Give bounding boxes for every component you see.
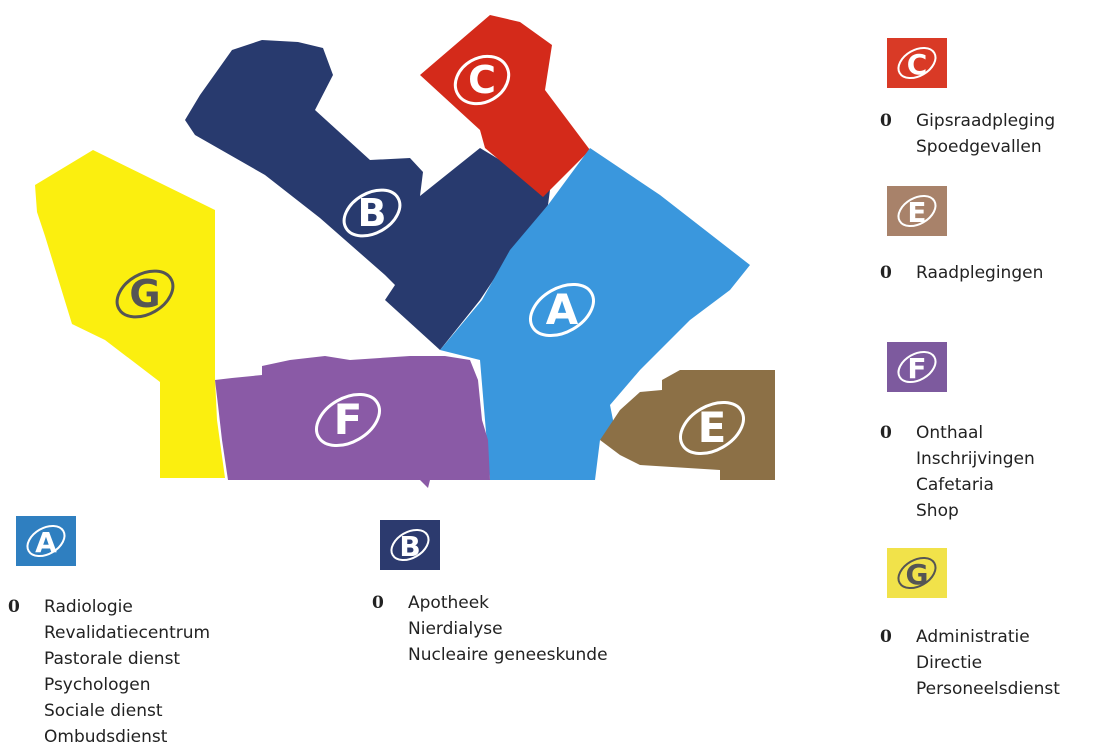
building-b[interactable] [185,40,550,350]
service-item: Psychologen [44,675,151,695]
service-item: Inschrijvingen [916,449,1035,469]
legend-e: 0 Raadplegingen [880,260,1043,286]
svg-text:G: G [906,558,929,591]
floor-number: 0 [880,423,892,443]
building-f[interactable] [215,356,490,488]
floor-number: 0 [372,593,384,613]
service-item: Sociale dienst [44,701,163,721]
legend-c: 0 Gipsraadpleging Spoedgevallen [880,108,1055,160]
legend-badge-g: G [887,548,947,598]
legend-b: 0 Apotheek Nierdialyse Nucleaire geneesk… [372,590,608,668]
legend-f: 0 Onthaal Inschrijvingen Cafetaria Shop [880,420,1035,524]
floor-number: 0 [8,597,20,617]
svg-text:B: B [399,530,420,563]
service-item: Ombudsdienst [44,727,168,747]
svg-text:B: B [358,191,387,235]
building-g[interactable] [35,150,225,478]
building-c[interactable] [420,15,590,197]
svg-text:A: A [35,526,57,559]
building-a[interactable] [440,148,750,480]
svg-text:C: C [907,48,928,81]
floor-number: 0 [880,627,892,647]
service-item: Personeelsdienst [916,679,1060,699]
svg-text:C: C [468,58,496,102]
service-item: Directie [916,653,983,673]
svg-text:E: E [907,196,926,229]
service-item: Raadplegingen [916,263,1044,283]
service-item: Spoedgevallen [916,137,1042,157]
service-item: Onthaal [916,423,984,443]
legend-a: 0 Radiologie Revalidatiecentrum Pastoral… [8,594,210,750]
svg-text:E: E [698,403,727,452]
map-label-g: G [115,269,175,319]
map-label-b: B [342,188,402,238]
svg-text:F: F [334,395,363,444]
service-item: Apotheek [408,593,490,613]
service-item: Radiologie [44,597,133,617]
service-item: Pastorale dienst [44,649,181,669]
building-e[interactable] [600,370,775,480]
service-item: Shop [916,501,959,521]
legend-badge-f: F [887,342,947,392]
legend-badge-b: B [380,520,440,570]
service-item: Nucleaire geneeskunde [408,645,608,665]
svg-text:G: G [129,272,160,316]
legend-badge-a: A [16,516,76,566]
map-label-e: E [679,400,745,456]
service-item: Nierdialyse [408,619,503,639]
map-label-f: F [315,392,381,448]
floor-number: 0 [880,263,892,283]
map-label-a: A [529,282,595,338]
legend-badge-c: C [887,38,947,88]
service-item: Revalidatiecentrum [44,623,211,643]
service-item: Cafetaria [916,475,994,495]
svg-text:F: F [907,352,926,385]
service-item: Administratie [916,627,1030,647]
map-label-c: C [453,54,511,106]
legend-badge-e: E [887,186,947,236]
svg-text:A: A [546,285,579,334]
floor-number: 0 [880,111,892,131]
service-item: Gipsraadpleging [916,111,1056,131]
legend-g: 0 Administratie Directie Personeelsdiens… [880,624,1060,702]
